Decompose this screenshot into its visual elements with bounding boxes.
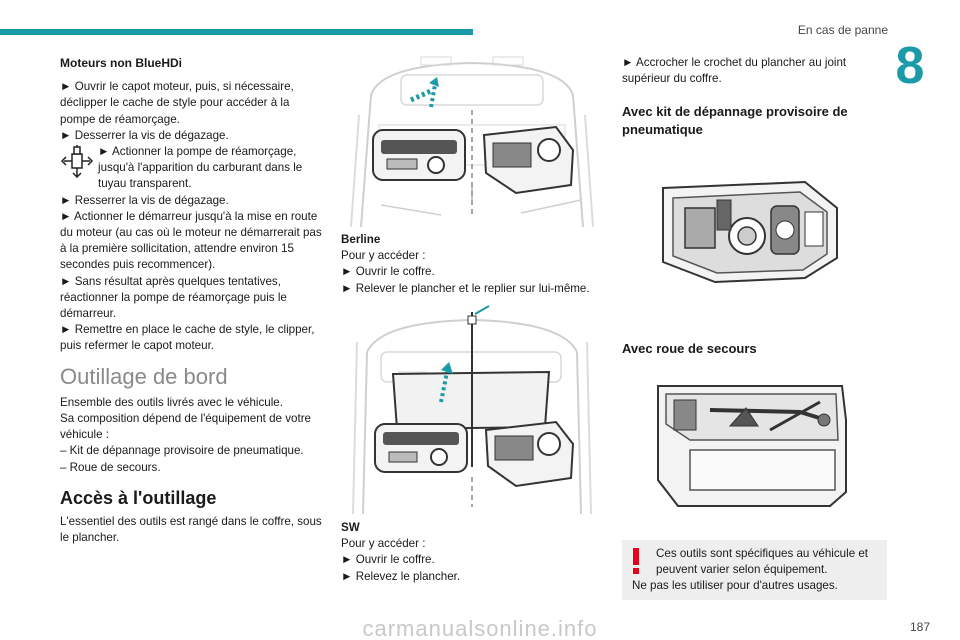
title-spare-wheel: Avec roue de secours [622,341,757,356]
warning-exclamation-icon [633,548,639,574]
tools-composition: Sa composition dépend de l'équipement de… [60,412,312,442]
step-open-hood: ► Ouvrir le capot moteur, puis, si néces… [60,80,294,126]
berline-step-2: ► Relever le plancher et le replier sur … [341,281,590,295]
step-retry: ► Sans résultat après quelques tentative… [60,274,287,321]
title-repair-kit: Avec kit de dépannage provisoire de pneu… [622,104,848,138]
warning-text-line1: Ces outils sont spécifiques au véhicule … [656,547,869,576]
chapter-number: 8 [895,37,925,95]
step-hook: ► Accrocher le crochet du plancher au jo… [622,56,847,86]
step-tighten-screw: ► Resserrer la vis de dégazage. [60,193,229,207]
step-start-engine: ► Actionner le démarreur jusqu'à la mise… [60,209,322,272]
spare-wheel-section: Avec roue de secours [622,324,887,358]
header-accent-bar [0,29,473,35]
repair-kit-illustration [662,180,838,284]
access-text: L'essentiel des outils est rangé dans le… [60,515,322,545]
step-pump-text: ► Actionner la pompe de réamorçage, jusq… [98,145,303,191]
watermark-text: carmanualsonline.info [362,616,598,640]
spare-wheel-kit-illustration [657,385,847,507]
step-loosen-screw: ► Desserrer la vis de dégazage. [60,128,229,142]
subhead-engines: Moteurs non BlueHDi [60,56,182,70]
berline-step-0: Pour y accéder : [341,249,426,263]
title-onboard-tools: Outillage de bord [60,363,228,389]
title-tool-access: Accès à l'outillage [60,487,217,508]
tools-spare-item: – Roue de secours. [60,460,161,474]
berline-trunk-illustration [350,56,594,227]
sw-title: SW [341,521,360,534]
berline-caption: Berline Pour y accéder : ► Ouvrir le cof… [341,232,603,297]
berline-title: Berline [341,233,381,246]
sw-step-0: Pour y accéder : [341,537,426,551]
step-close-hood: ► Remettre en place le cache de style, l… [60,323,315,353]
sw-step-2: ► Relevez le plancher. [341,569,461,583]
step-pump: ► Actionner la pompe de réamorçage, jusq… [60,144,322,193]
priming-pump-icon [60,145,94,179]
warning-box: Ces outils sont spécifiques au véhicule … [622,540,887,600]
section-name: En cas de panne [797,23,888,37]
tools-intro: Ensemble des outils livrés avec le véhic… [60,395,283,409]
warning-text-line2: Ne pas les utiliser pour d'autres usages… [632,579,838,592]
tools-kit-item: – Kit de dépannage provisoire de pneumat… [60,444,304,458]
column-right: ► Accrocher le crochet du plancher au jo… [622,55,887,139]
berline-step-1: ► Ouvrir le coffre. [341,265,435,279]
page-number: 187 [909,620,930,634]
sw-caption: SW Pour y accéder : ► Ouvrir le coffre. … [341,520,603,585]
sw-trunk-illustration [352,305,592,514]
sw-step-1: ► Ouvrir le coffre. [341,553,435,567]
column-left: Moteurs non BlueHDi ► Ouvrir le capot mo… [60,55,322,546]
